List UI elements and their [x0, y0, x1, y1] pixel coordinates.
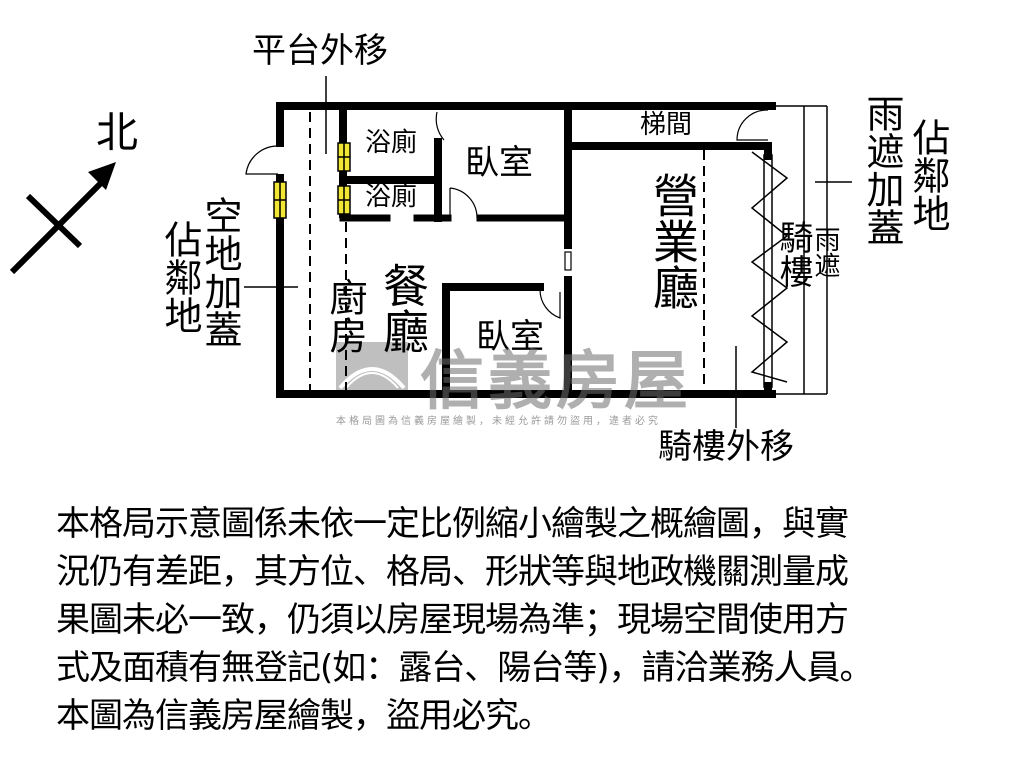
room-business-hall: 營業廳 [646, 172, 700, 310]
north-arrow-icon [9, 162, 116, 275]
watermark-notice: 本格局圖為信義房屋繪製，未經允許請勿盜用，違者必究 [336, 416, 661, 427]
right-awning-addition-label: 雨遮加蓋 [860, 94, 904, 246]
disclaimer-line: 況仍有差距，其方位、格局、形狀等與地政機關測量成 [56, 552, 849, 592]
left-occupy-neighbor-label: 佔鄰地 [158, 220, 202, 334]
room-bedroom-2: 臥室 [476, 317, 544, 357]
compass-north-label: 北 [96, 108, 139, 157]
room-kitchen: 廚房 [323, 278, 367, 354]
doors [245, 109, 769, 319]
left-open-space-addition-label: 空地加蓋 [198, 196, 242, 348]
watermark-brand: 信義房屋 [420, 345, 692, 419]
disclaimer-line: 本圖為信義房屋繪製，盜用必究。 [56, 696, 552, 736]
arcade-structure [750, 105, 828, 395]
dashed-boundaries [309, 112, 705, 392]
floor-plan [9, 76, 852, 428]
disclaimer-line: 式及面積有無登記(如：露台、陽台等)，請洽業務人員。 [56, 648, 874, 688]
watermark-logo-icon [336, 342, 408, 392]
room-bath-1: 浴廁 [365, 128, 418, 158]
arcade-moved-label: 騎樓外移 [658, 427, 794, 467]
windows [273, 142, 351, 219]
room-bedroom-1: 臥室 [465, 143, 533, 183]
room-bath-2: 浴廁 [365, 182, 418, 212]
room-dining: 餐廳 [376, 262, 430, 354]
disclaimer-line: 本格局示意圖係未依一定比例縮小繪製之概繪圖，與實 [56, 504, 849, 544]
disclaimer-text: 本格局示意圖係未依一定比例縮小繪製之概繪圖，與實 況仍有差距，其方位、格局、形狀… [56, 500, 986, 740]
right-occupy-neighbor-label: 佔鄰地 [906, 118, 950, 232]
room-arcade: 騎樓 [773, 220, 813, 288]
platform-moved-label: 平台外移 [252, 31, 388, 71]
leader-lines [244, 76, 852, 428]
disclaimer-line: 果圖未必一致，仍須以房屋現場為準；現場空間使用方 [56, 600, 849, 640]
room-stairs: 梯間 [640, 110, 693, 140]
room-awning: 雨遮 [810, 226, 840, 278]
